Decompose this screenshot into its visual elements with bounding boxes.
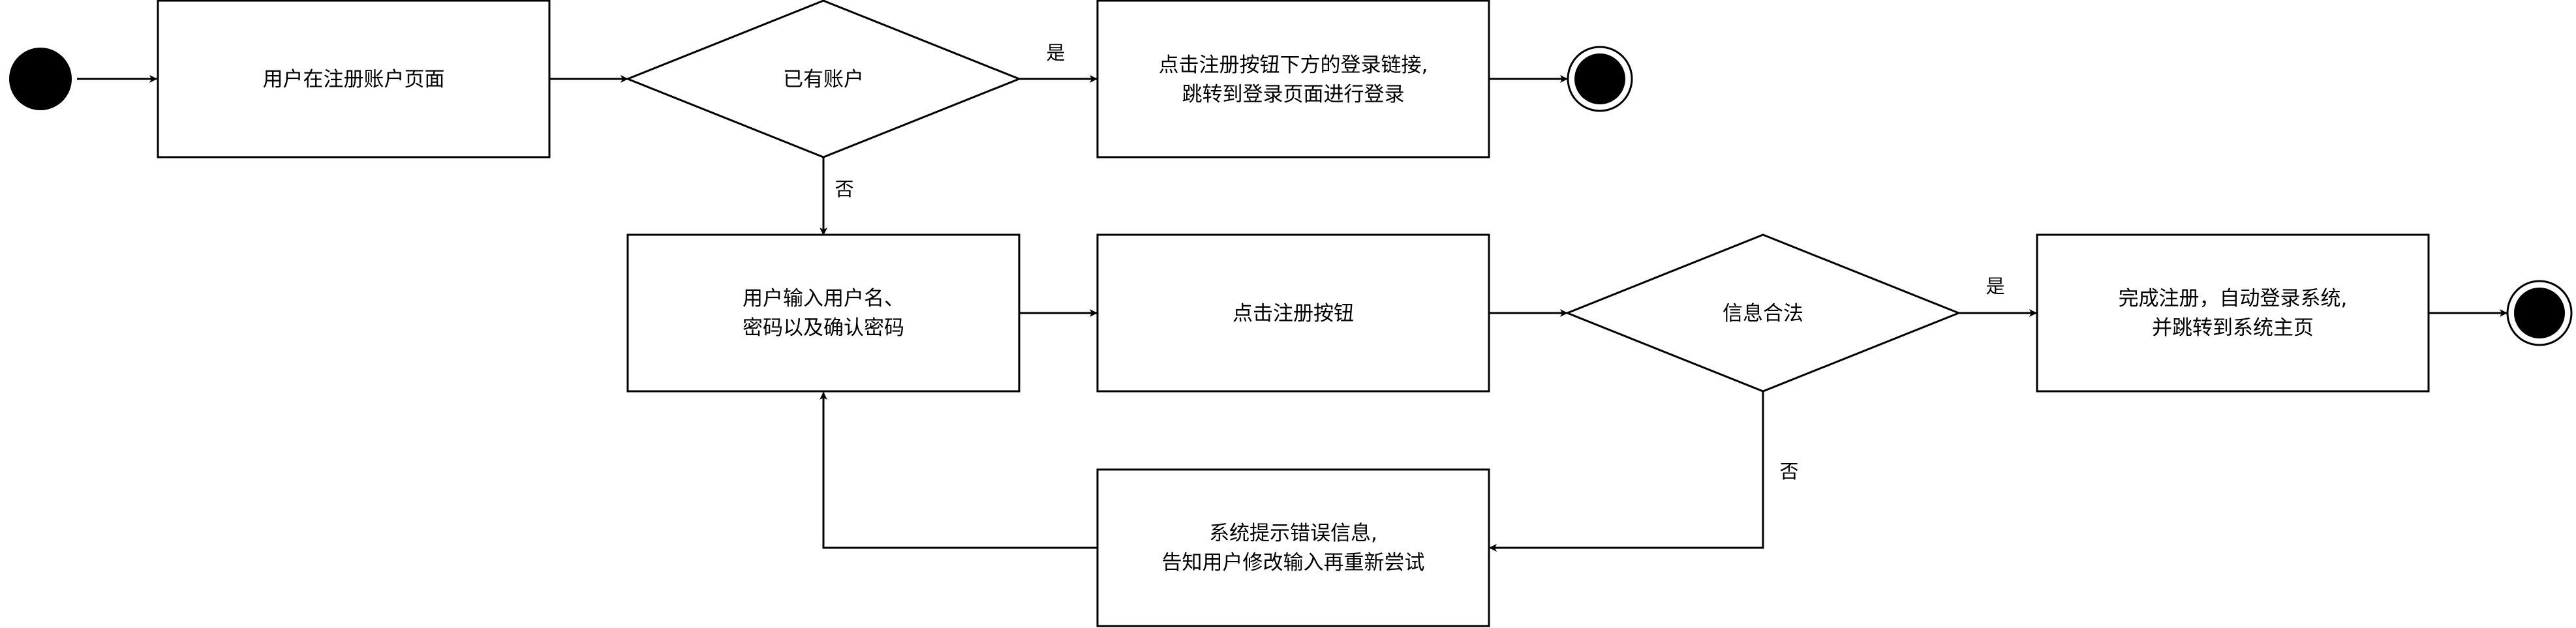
has-account-decision [624,0,1022,158]
input-info-box [626,233,1020,393]
login-link-text-line2: 跳转到登录页面进行登录 [1182,83,1405,106]
edge-label-valid-no: 否 [1779,460,1798,483]
edge-error-to-input [820,392,1097,549]
info-valid-text: 信息合法 [1723,302,1803,325]
login-link-text-line1: 点击注册按钮下方的登录链接, [1159,53,1428,77]
complete-box [2036,233,2430,393]
end-node-top [1567,46,1633,112]
has-account-text: 已有账户 [783,68,864,91]
input-info-text-line1: 用户输入用户名、 [743,287,904,310]
info-valid-decision [1564,233,1962,393]
click-register-text: 点击注册按钮 [1233,302,1354,325]
login-link-box [1096,0,1490,158]
edge-label-has-account-no: 否 [835,178,853,200]
start-node [9,48,72,110]
edge-label-has-account-yes: 是 [1046,42,1065,64]
complete-text-line2: 并跳转到系统主页 [2152,316,2314,340]
click-register-box [1096,233,1490,393]
error-text-line2: 告知用户修改输入再重新尝试 [1162,551,1425,575]
error-box [1096,468,1490,627]
complete-text-line1: 完成注册，自动登录系统, [2119,287,2348,310]
input-info-text-line2: 密码以及确认密码 [743,316,904,340]
register-page-text: 用户在注册账户页面 [263,68,445,91]
end-node-bottom [2506,280,2573,346]
edge-valid-no [1489,391,1764,552]
register-page-box [157,0,551,158]
edge-label-valid-yes: 是 [1986,275,2004,297]
error-text-line1: 系统提示错误信息, [1209,522,1377,545]
